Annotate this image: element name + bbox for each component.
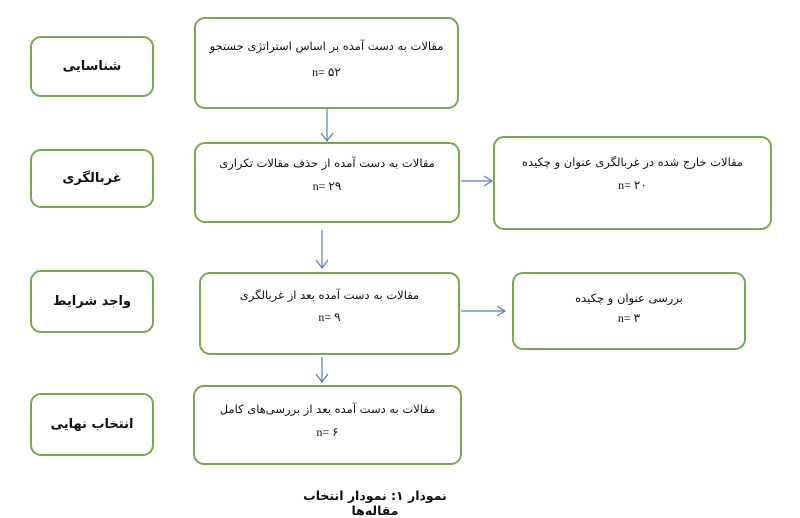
stage-label: انتخاب نهایی xyxy=(50,417,134,432)
arrow-down-1 xyxy=(320,109,334,142)
box-text: مقالات به دست آمده بعد از بررسی‌های کامل xyxy=(219,402,436,416)
stage-label: واجد شرایط xyxy=(52,294,132,309)
box-title-abstract-review: بررسی عنوان و چکیده n= ۳ xyxy=(512,272,746,350)
figure-caption: نمودار ۱: نمودار انتخاب مقاله‌ها xyxy=(303,488,447,518)
box-count: n= ۶ xyxy=(316,425,339,439)
box-text: مقالات به دست آمده بر اساس استراتژی جستج… xyxy=(209,39,444,53)
box-text: بررسی عنوان و چکیده xyxy=(575,291,683,305)
arrow-right-2 xyxy=(461,305,507,317)
box-after-screening: مقالات به دست آمده بعد از غربالگری n= ۹ xyxy=(199,272,460,355)
box-text: مقالات به دست آمده از حذف مقالات تکراری xyxy=(219,156,435,170)
box-count: n= ۹ xyxy=(318,310,341,324)
box-count: n= ۲۹ xyxy=(312,179,342,193)
box-duplicates-removed: مقالات به دست آمده از حذف مقالات تکراری … xyxy=(194,142,460,223)
box-excluded-screening: مقالات خارج شده در غربالگری عنوان و چکید… xyxy=(493,136,772,230)
arrow-down-3 xyxy=(315,357,329,383)
stage-label: شناسایی xyxy=(62,59,122,74)
box-count: n= ۵۲ xyxy=(312,65,341,79)
box-search-results: مقالات به دست آمده بر اساس استراتژی جستج… xyxy=(194,17,459,109)
stage-eligibility: واجد شرایط xyxy=(30,270,154,333)
box-text: مقالات به دست آمده بعد از غربالگری xyxy=(239,288,420,302)
box-text: مقالات خارج شده در غربالگری عنوان و چکید… xyxy=(521,155,744,169)
box-final-included: مقالات به دست آمده بعد از بررسی‌های کامل… xyxy=(193,385,462,465)
arrow-right-1 xyxy=(461,175,494,187)
box-count: n= ۲۰ xyxy=(618,178,647,192)
stage-identification: شناسایی xyxy=(30,36,154,97)
stage-label: غربالگری xyxy=(62,171,122,186)
stage-included: انتخاب نهایی xyxy=(30,393,154,456)
arrow-down-2 xyxy=(315,230,329,269)
box-count: n= ۳ xyxy=(617,311,641,325)
stage-screening: غربالگری xyxy=(30,149,154,208)
